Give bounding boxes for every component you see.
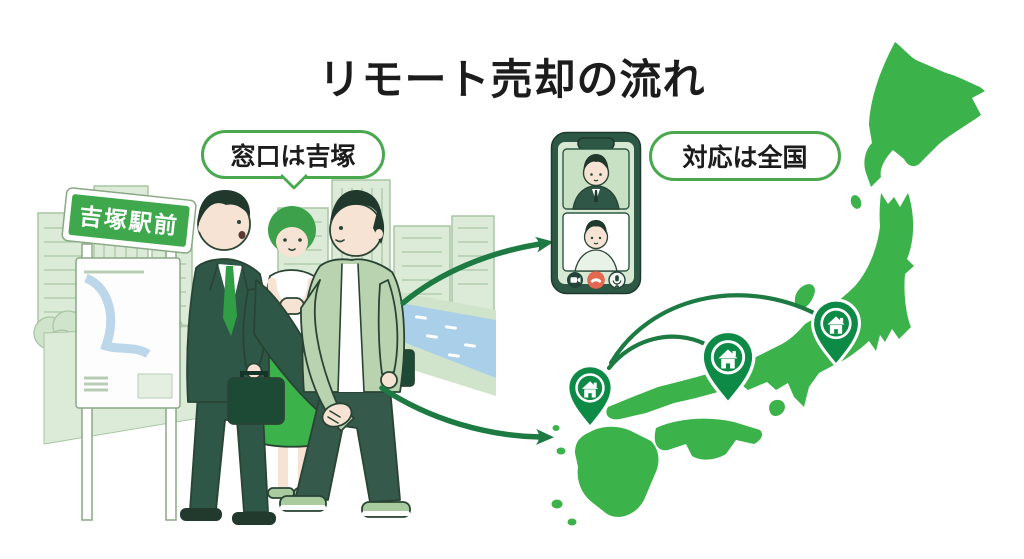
kyushu-island <box>575 426 659 517</box>
shikoku-island <box>654 418 762 460</box>
map-pin-chubu <box>700 329 756 405</box>
call-controls <box>567 271 626 289</box>
arc-kyushu-to-kanto <box>608 293 817 366</box>
briefcase-handle <box>240 371 268 380</box>
board-map-river <box>83 273 151 358</box>
islet <box>551 499 563 509</box>
phone-notch <box>577 137 615 150</box>
house-icon <box>581 381 599 398</box>
station-signboard: 吉塚駅前 <box>61 187 197 521</box>
oshima-islet <box>850 195 862 209</box>
house-icon <box>827 316 845 334</box>
japan-map-illustration <box>551 42 985 526</box>
video-tile-agent <box>562 148 630 210</box>
microphone-button <box>608 271 626 289</box>
video-camera-button <box>567 272 583 288</box>
islet <box>567 518 577 526</box>
microphone-icon <box>612 275 622 287</box>
hokkaido-island <box>864 42 985 187</box>
short-dark-hair <box>198 190 251 226</box>
station-sign: 吉塚駅前 <box>61 187 197 254</box>
map-pin-kyushu <box>566 364 614 429</box>
islet <box>556 447 566 455</box>
map-pin-kanto <box>811 298 861 367</box>
green-tie <box>223 266 237 336</box>
street-scene-illustration: 吉塚駅前 <box>33 179 496 525</box>
arc-kyushu-to-chubu <box>606 334 708 371</box>
speech-bubble-coverage-label: 対応は全国 <box>682 144 808 172</box>
page-title: リモート売却の流れ <box>318 56 706 103</box>
speech-bubble-window: 窓口は吉塚 <box>201 130 385 191</box>
network-arcs <box>606 293 817 371</box>
video-camera-icon <box>570 277 581 283</box>
islet <box>552 425 560 431</box>
honshu-island <box>606 193 914 420</box>
speech-bubble-coverage: 対応は全国 <box>649 131 841 181</box>
briefcase <box>227 377 285 425</box>
video-tile-customer <box>562 212 630 272</box>
handshake-hands <box>321 402 353 428</box>
house-icon <box>718 349 738 369</box>
short-dark-hair <box>330 189 383 230</box>
end-call-button <box>587 271 605 289</box>
awaji-island <box>769 399 785 417</box>
end-call-icon <box>590 278 602 284</box>
smartphone-video-call <box>550 131 642 295</box>
sado-island <box>794 284 815 309</box>
